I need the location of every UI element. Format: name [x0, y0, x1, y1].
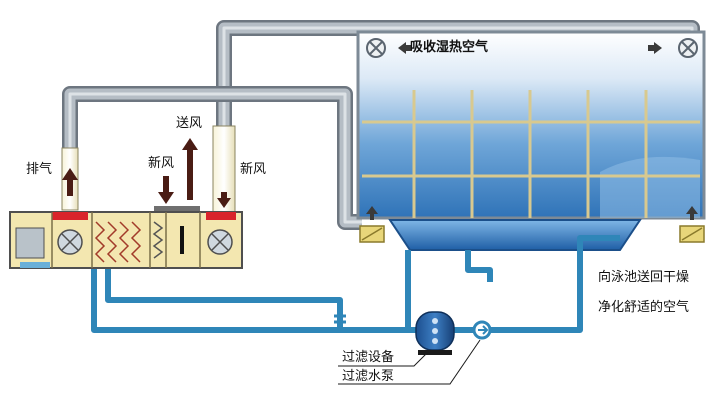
arrow-left-icon	[398, 42, 412, 54]
absorb-humid-heat-label: 吸收湿热空气	[410, 40, 489, 55]
pool-window-grid	[362, 90, 700, 218]
water-pipes	[91, 235, 620, 333]
fan-icon	[678, 38, 698, 58]
arrow-right-icon	[648, 42, 662, 54]
fresh-air-right-label: 新风	[240, 162, 267, 177]
supply-air-label: 送风	[176, 116, 203, 131]
valve-icon	[334, 314, 346, 324]
arrow-down-icon	[217, 192, 231, 208]
arrow-up-icon	[182, 138, 198, 200]
filter-device-label: 过滤设备	[342, 350, 395, 365]
pump-icon	[472, 320, 492, 340]
vent-unit-left	[359, 206, 385, 243]
air-handling-unit	[9, 125, 243, 269]
arrow-down-icon	[158, 176, 174, 204]
arrow-up-icon	[366, 206, 378, 220]
filter-pump-label: 过滤水泵	[342, 369, 395, 384]
arrow-up-icon	[62, 168, 78, 196]
airflow-arrows	[62, 138, 231, 208]
return-air-label-line1: 向泳池送回干燥	[598, 270, 690, 285]
fresh-air-left-label: 新风	[148, 156, 175, 171]
return-air-label-line2: 净化舒适的空气	[598, 300, 690, 315]
filter-tank	[415, 311, 455, 355]
pool-room	[356, 30, 706, 251]
leader-lines	[338, 339, 481, 385]
exhaust-label: 排气	[26, 162, 53, 177]
arrow-up-icon	[686, 206, 698, 220]
fan-icon	[366, 38, 386, 58]
vent-unit-right	[679, 206, 705, 243]
